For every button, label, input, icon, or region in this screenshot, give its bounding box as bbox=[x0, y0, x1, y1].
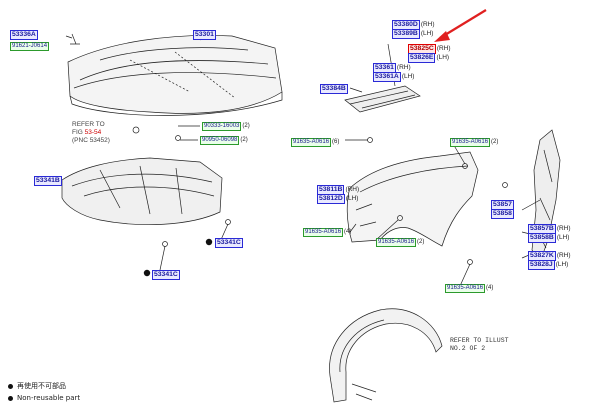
callout-53336A[interactable]: 53336A bbox=[10, 30, 38, 40]
undercover-drawing bbox=[61, 157, 223, 225]
callout-53301[interactable]: 53301 bbox=[193, 30, 216, 40]
callout-53341C-b[interactable]: 53341C bbox=[152, 270, 180, 280]
refer-line2: FIG 53-54 bbox=[72, 129, 102, 136]
callout-90333-16003[interactable]: 90333-16003(2) bbox=[202, 122, 250, 131]
refer-line3: (PNC 53452) bbox=[72, 137, 110, 144]
illust-note: REFER TO ILLUST NO.2 OF 2 bbox=[450, 337, 509, 353]
callout-53828J[interactable]: 53828J(LH) bbox=[528, 260, 569, 270]
callout-53384B[interactable]: 53384B bbox=[320, 84, 348, 94]
legend-chinese-text: 再使用不可部品 bbox=[17, 382, 66, 390]
legend-english: Non-reusable part bbox=[8, 394, 80, 402]
legend-dot-icon bbox=[8, 395, 13, 401]
callout-90950-06098[interactable]: 90950-06098(2) bbox=[200, 136, 248, 145]
callout-53812D[interactable]: 53812D(LH) bbox=[317, 194, 359, 204]
refer-note: REFER TO FIG 53-54 (PNC 53452) bbox=[72, 121, 110, 145]
callout-53389B[interactable]: 53389B(LH) bbox=[392, 29, 434, 39]
legend-chinese: 再使用不可部品 bbox=[8, 381, 66, 391]
nonreusable-marker bbox=[205, 238, 213, 246]
nonreusable-marker bbox=[143, 269, 151, 277]
legend-dot-icon bbox=[8, 383, 13, 389]
callout-91635-A0616-2a[interactable]: 91635-A0616(2) bbox=[450, 138, 499, 147]
callout-53341B[interactable]: 53341B bbox=[34, 176, 62, 186]
hood-drawing bbox=[67, 35, 283, 116]
callout-91635-A0616-2b[interactable]: 91635-A0616(2) bbox=[376, 238, 425, 247]
illust-line2: NO.2 OF 2 bbox=[450, 345, 486, 352]
callout-91635-A0616-6[interactable]: 91635-A0616(6) bbox=[291, 138, 340, 147]
fender-drawing bbox=[346, 151, 479, 247]
fender-liner-drawing bbox=[329, 308, 443, 403]
red-arrow bbox=[434, 9, 487, 42]
callout-53858[interactable]: 53858 bbox=[491, 209, 514, 219]
legend-english-text: Non-reusable part bbox=[17, 394, 81, 402]
callout-53826E[interactable]: 53826E(LH) bbox=[408, 53, 450, 63]
refer-fig-link[interactable]: 53-54 bbox=[84, 129, 102, 136]
callout-53341C-a[interactable]: 53341C bbox=[215, 238, 243, 248]
illust-line1: REFER TO ILLUST bbox=[450, 337, 509, 344]
callout-91621-J0614[interactable]: 91621-J0614 bbox=[10, 42, 50, 51]
refer-line1: REFER TO bbox=[72, 121, 105, 128]
callout-91635-A0616-4b[interactable]: 91635-A0616(4) bbox=[445, 284, 494, 293]
seal-drawing bbox=[344, 85, 421, 113]
callout-91635-A0616-4a[interactable]: 91635-A0616(4) bbox=[303, 228, 352, 237]
callout-53361A[interactable]: 53361A(LH) bbox=[373, 72, 415, 82]
callout-53858B[interactable]: 53858B(LH) bbox=[528, 233, 570, 243]
